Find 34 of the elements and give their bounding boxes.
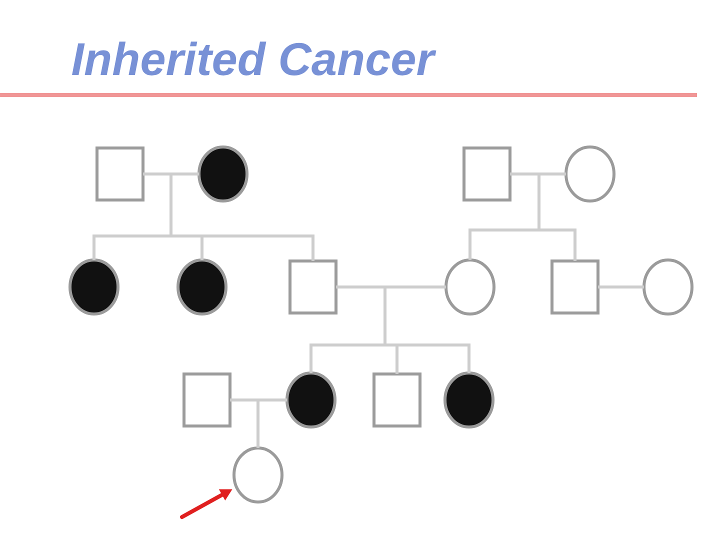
circle-symbol bbox=[564, 146, 616, 202]
square-symbol bbox=[462, 146, 512, 202]
marriage-line bbox=[143, 172, 199, 176]
circle-symbol bbox=[232, 446, 284, 504]
title: Inherited Cancer bbox=[72, 42, 436, 76]
filled-circle-symbol bbox=[198, 146, 248, 202]
sibship-line bbox=[92, 172, 314, 238]
circle-symbol bbox=[444, 258, 496, 316]
filled-circle-symbol bbox=[286, 372, 336, 428]
descent-line bbox=[468, 344, 470, 373]
descent-line bbox=[396, 344, 398, 374]
sibship-line bbox=[468, 172, 576, 232]
square-symbol bbox=[96, 146, 144, 202]
filled-circle-symbol bbox=[68, 258, 120, 316]
marriage-line bbox=[510, 172, 566, 176]
square-symbol bbox=[372, 372, 422, 428]
marriage-line bbox=[598, 286, 644, 288]
descent-line bbox=[256, 438, 260, 448]
square-symbol bbox=[550, 260, 600, 314]
filled-circle-symbol bbox=[176, 258, 228, 316]
filled-circle-symbol bbox=[444, 372, 494, 428]
sibship-line bbox=[310, 286, 470, 346]
descent-line bbox=[574, 228, 576, 261]
circle-symbol bbox=[642, 258, 694, 316]
descent-line bbox=[312, 234, 314, 261]
descent-line bbox=[92, 234, 96, 260]
square-symbol bbox=[288, 260, 338, 314]
square-symbol bbox=[182, 372, 232, 428]
sibship-line bbox=[256, 398, 260, 442]
descent-line bbox=[468, 228, 472, 260]
descent-line bbox=[200, 234, 204, 260]
descent-line bbox=[310, 344, 312, 373]
marriage-line bbox=[230, 398, 287, 402]
marriage-line bbox=[336, 286, 446, 288]
